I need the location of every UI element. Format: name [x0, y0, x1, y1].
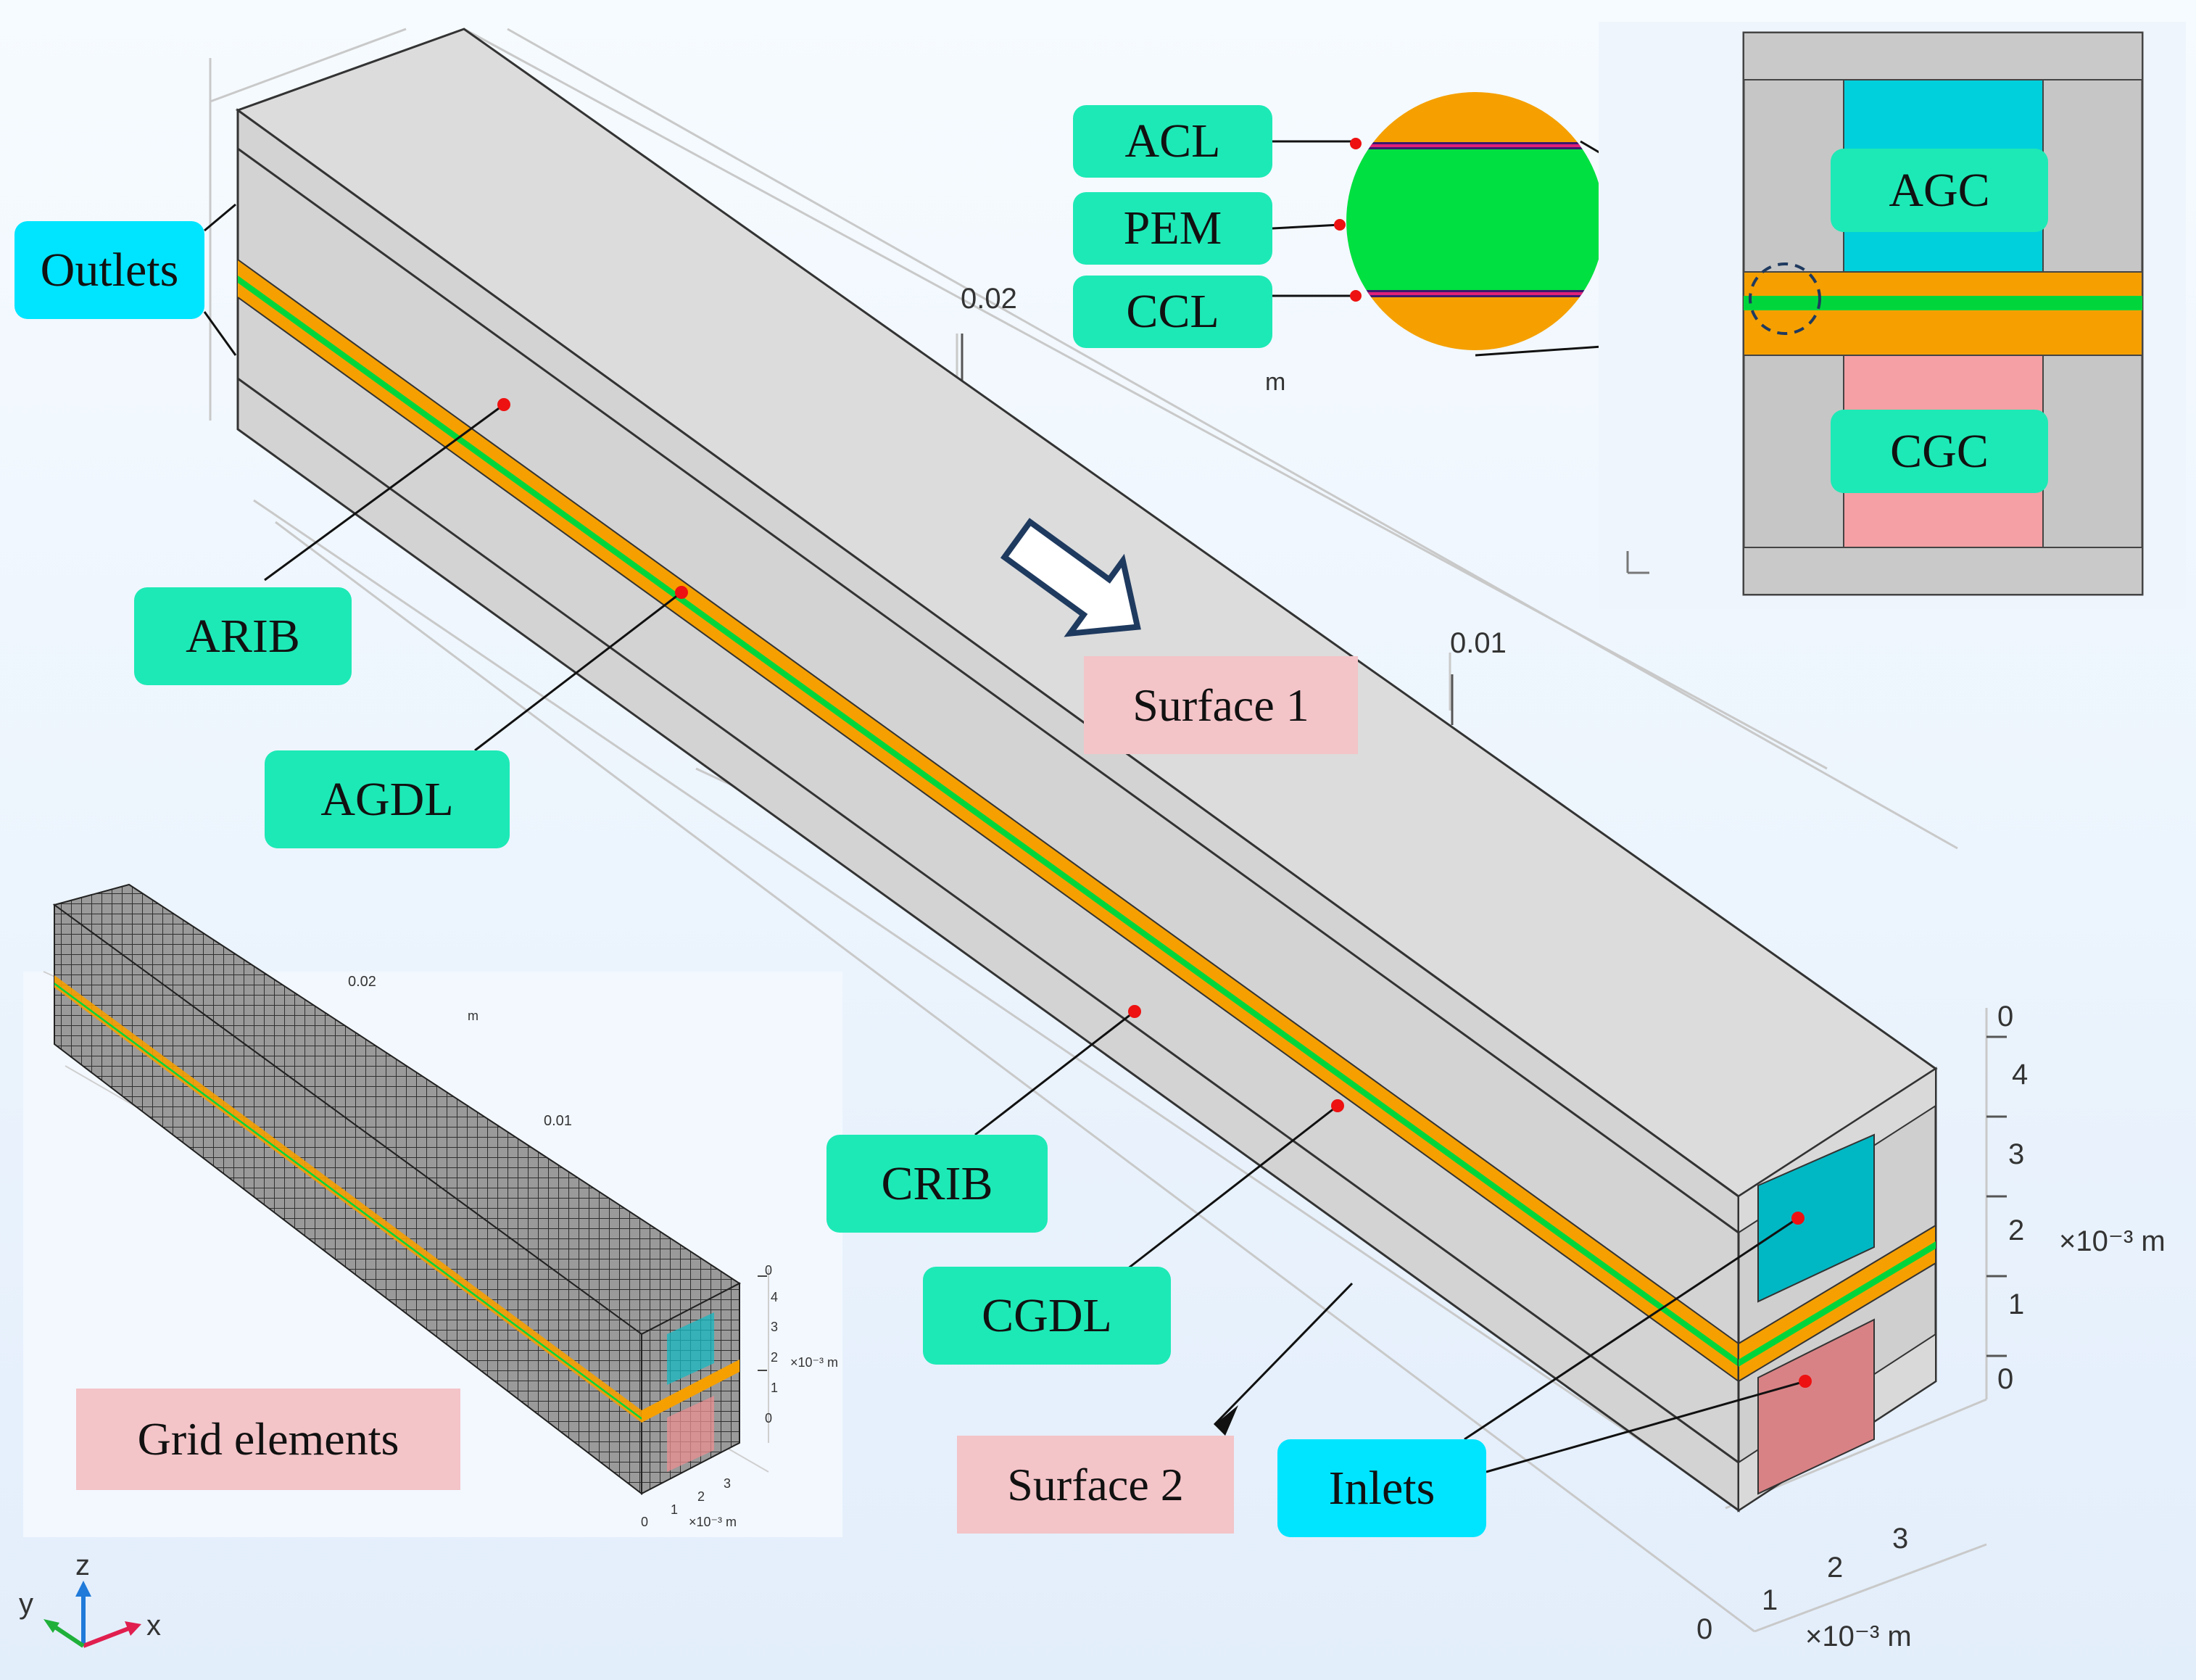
ccl-label: CCL: [1073, 276, 1272, 348]
main-z-tick-1: 1: [2008, 1288, 2024, 1320]
main-x-tick-3: 3: [1892, 1523, 1908, 1555]
front-membrane-strip: [238, 276, 1739, 1367]
inset-x-tick-2: 2: [697, 1489, 705, 1504]
surface2-label: Surface 2: [957, 1436, 1234, 1534]
grid-inset: [43, 883, 769, 1496]
inset-z-unit: ×10⁻³ m: [790, 1355, 838, 1370]
main-z-tick-0: 0: [1997, 1363, 2013, 1395]
inset-z-tick-0: 0: [765, 1411, 772, 1425]
inset-y-unit: m: [468, 1009, 478, 1023]
inset-x-tick-0: 0: [641, 1515, 648, 1529]
main-x-tick-2: 2: [1827, 1552, 1843, 1584]
inset-y-tick-1: 0.02: [348, 974, 376, 990]
main-z-tick-2: 2: [2008, 1215, 2024, 1246]
main-axis-ticks: [961, 334, 2007, 1357]
inset-x-tick-1: 1: [671, 1502, 678, 1517]
main-axis-frame: [209, 28, 1988, 1633]
cgc-label: CGC: [1831, 410, 2048, 493]
main-z-unit: ×10⁻³ m: [2059, 1225, 2166, 1257]
cgdl-label: CGDL: [923, 1267, 1171, 1365]
inset-z-tick-2: 2: [771, 1350, 778, 1365]
pem-label: PEM: [1073, 192, 1272, 265]
outlets-label: Outlets: [14, 221, 204, 319]
agc-label: AGC: [1831, 149, 2048, 232]
surface1-label: Surface 1: [1084, 656, 1358, 754]
end-cathode-channel: [1757, 1318, 1875, 1495]
inlets-label: Inlets: [1277, 1439, 1486, 1537]
flow-direction-arrow: [1000, 518, 1141, 637]
main-x-unit: ×10⁻³ m: [1805, 1621, 1912, 1652]
main-y-tick-2: 0.01: [1450, 627, 1507, 659]
inset-z-tick-3: 3: [771, 1320, 778, 1334]
inset-x-unit: ×10⁻³ m: [689, 1515, 737, 1529]
inset-z-tick-1: 1: [771, 1381, 778, 1395]
main-z-tick-3: 3: [2008, 1138, 2024, 1170]
arib-label: ARIB: [134, 587, 352, 685]
end-anode-channel: [1757, 1133, 1875, 1303]
main-y-tick-1: 0.02: [961, 283, 1017, 315]
triad-x-label: x: [146, 1610, 161, 1642]
inset-z-tick-4: 4: [771, 1290, 778, 1304]
surface2-arrowhead: [1214, 1405, 1238, 1436]
main-x-tick-0: 0: [1696, 1613, 1712, 1645]
acl-label: ACL: [1073, 105, 1272, 178]
inset-y-tick-2: 0.01: [544, 1113, 572, 1129]
main-y-unit: m: [1265, 368, 1285, 396]
grid-elements-label: Grid elements: [76, 1389, 460, 1490]
main-z-tick-4: 4: [2012, 1059, 2028, 1091]
coordinate-triad: [43, 1581, 141, 1648]
agdl-label: AGDL: [265, 750, 510, 848]
zoom-circle: [1749, 262, 1821, 335]
front-face-layer-lines: [237, 147, 1739, 1464]
triad-z-label: z: [75, 1549, 90, 1581]
inset-z-tick-0top: 0: [765, 1263, 772, 1278]
crib-label: CRIB: [826, 1135, 1048, 1233]
main-x-tick-1: 1: [1762, 1584, 1778, 1616]
main-z-tick-0top: 0: [1997, 1001, 2013, 1033]
marker-dots: [497, 138, 1812, 1388]
inset-x-tick-3: 3: [724, 1476, 731, 1491]
triad-y-label: y: [19, 1588, 33, 1620]
